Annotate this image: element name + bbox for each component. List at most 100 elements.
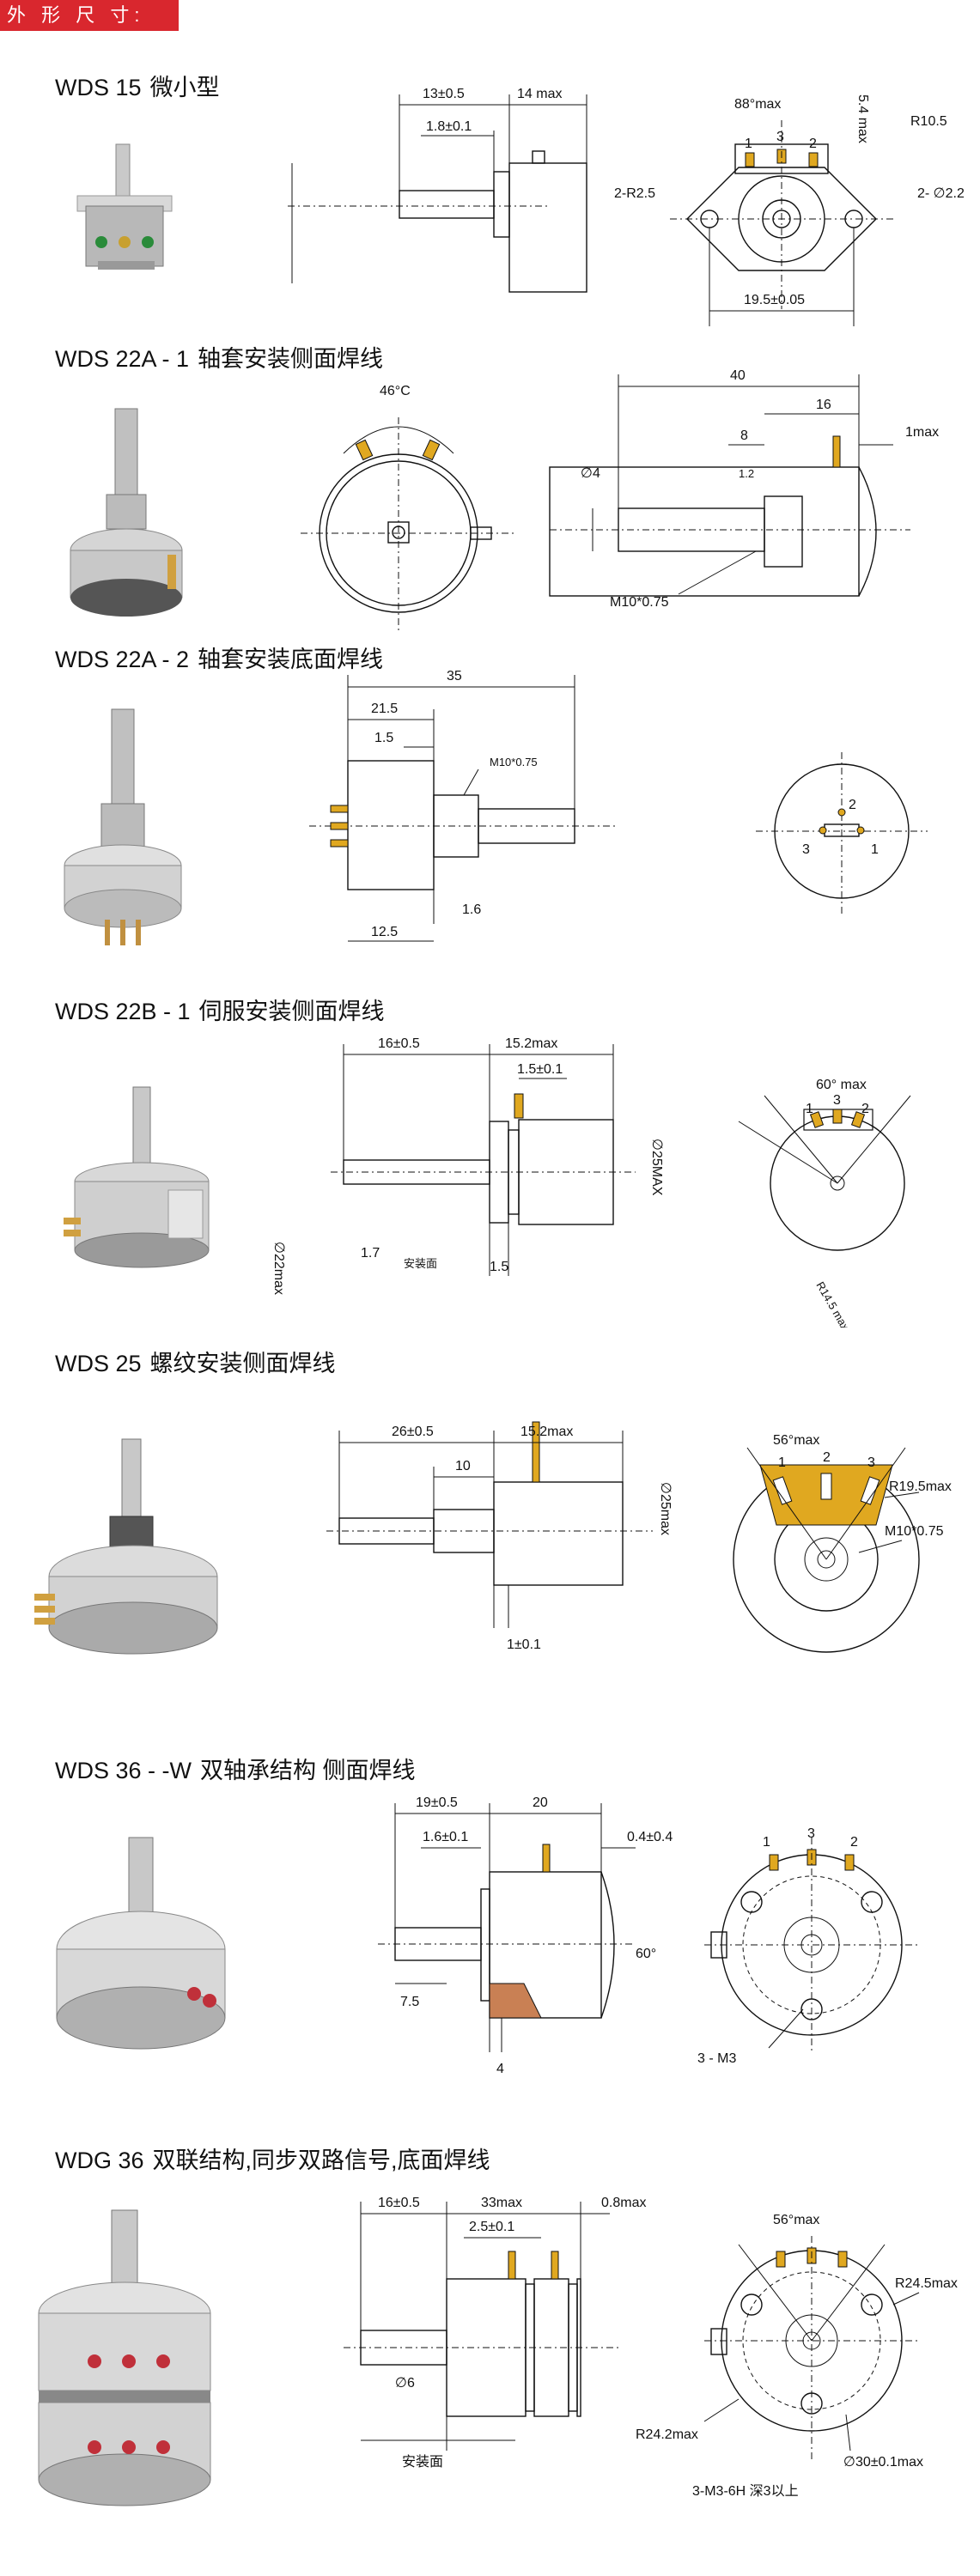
- dim-label: 1.5: [374, 731, 393, 745]
- wds25-front-view: 56°max 1 2 3 R19.5max M10*0.75: [733, 1433, 952, 1653]
- dim-label: ∅22max: [271, 1242, 286, 1295]
- dim-label: 12.5: [371, 925, 398, 939]
- terminal-label: 3: [867, 1455, 875, 1470]
- wds22a1-front-view: 46°C: [301, 384, 515, 632]
- dim-label: ∅25max: [658, 1482, 673, 1535]
- terminal-label: 3: [833, 1093, 841, 1108]
- terminal-label: 3: [776, 130, 784, 144]
- wds36w-side-view: 19±0.5 20 1.6±0.1 0.4±0.4 7.5 4 60°: [378, 1795, 673, 2076]
- wds22b1-photo: [64, 1086, 210, 1268]
- terminal-label: 2: [823, 1450, 831, 1465]
- dim-label: 2-R2.5: [614, 186, 655, 201]
- wds36w-photo: [56, 1837, 226, 2050]
- dim-label: 2- ∅2.2: [917, 186, 965, 201]
- dim-label: 16±0.5: [378, 2196, 420, 2210]
- dim-label: 26±0.5: [392, 1425, 434, 1439]
- dim-label: 46°C: [380, 384, 411, 398]
- dim-label: 60°: [636, 1947, 656, 1961]
- dim-label: 1.5±0.1: [517, 1062, 563, 1077]
- wdg36-front-view: 56°max R24.5max R24.2max ∅30±0.1max 3-M3…: [636, 2213, 958, 2499]
- dim-label: 21.5: [371, 702, 398, 716]
- wds22a2-photo: [64, 708, 182, 945]
- wdg36-drawings: 16±0.5 33max 0.8max 2.5±0.1 ∅6 安装面 56°ma…: [38, 2196, 958, 2506]
- dim-label: 2.5±0.1: [469, 2220, 514, 2234]
- section-header: 外 形 尺 寸:: [0, 0, 179, 31]
- terminal-label: 1: [871, 842, 879, 857]
- terminal-label: 3: [807, 1826, 815, 1841]
- dim-label: M10*0.75: [610, 595, 669, 610]
- wds22a1-drawings: 46°C 40 16 8 1max 1.2 ∅4 M10*0.75: [70, 368, 939, 632]
- dim-label: 10: [455, 1459, 471, 1473]
- dim-label: 1.5: [490, 1260, 508, 1274]
- wds15-drawings: 13±0.5 14 max 1.8±0.1 88°max R10.5 2-R2.…: [76, 87, 965, 326]
- wds22b1-drawings: 16±0.5 15.2max 1.5±0.1 1.7 安装面 1.5 ∅22ma…: [64, 1036, 911, 1327]
- wds36w-front-view: 1 3 2 3 - M3: [697, 1826, 919, 2066]
- wds22a1-side-view: 40 16 8 1max 1.2 ∅4 M10*0.75: [549, 368, 939, 610]
- terminal-label: 3: [802, 842, 810, 857]
- dim-label: R10.5: [910, 114, 947, 129]
- dim-label: 3-M3-6H 深3以上: [692, 2483, 799, 2499]
- dim-label: 1.8±0.1: [426, 119, 472, 134]
- dim-label: 14 max: [517, 87, 562, 101]
- wds15-side-view: 13±0.5 14 max 1.8±0.1: [288, 87, 587, 293]
- terminal-label: 1: [763, 1835, 770, 1850]
- dim-label: 16: [816, 398, 831, 412]
- dim-label: 8: [740, 428, 748, 443]
- dim-label: 1±0.1: [507, 1637, 541, 1652]
- wds15-photo: [76, 143, 173, 270]
- wds25-side-view: 26±0.5 15.2max 10 1±0.1 ∅25max: [326, 1421, 673, 1652]
- dim-label: ∅25MAX: [649, 1139, 664, 1196]
- dim-label: 20: [533, 1795, 548, 1810]
- wds15-front-view: 88°max R10.5 2-R2.5 2- ∅2.2 19.5±0.05 5.…: [614, 94, 965, 326]
- dim-label: 40: [730, 368, 746, 383]
- dim-label: R24.2max: [636, 2427, 698, 2442]
- dim-label: 60° max: [816, 1078, 867, 1092]
- wds25-photo: [34, 1438, 218, 1655]
- wds22a2-side-view: 35 21.5 1.5 M10*0.75 1.6 12.5: [309, 669, 618, 942]
- dim-label: M10*0.75: [885, 1524, 944, 1539]
- wds25-drawings: 26±0.5 15.2max 10 1±0.1 ∅25max 56°max 1 …: [34, 1421, 952, 1655]
- dim-label: R14.5 max: [813, 1279, 852, 1327]
- terminal-label: 2: [849, 798, 856, 812]
- dim-label: 15.2max: [505, 1036, 557, 1051]
- dim-label: 1.2: [739, 467, 754, 480]
- terminal-label: 1: [778, 1455, 786, 1470]
- dim-label: 1.7: [361, 1246, 380, 1261]
- dim-label: 35: [447, 669, 462, 683]
- dim-label: 19.5±0.05: [744, 293, 805, 307]
- dim-label: 15.2max: [520, 1425, 573, 1439]
- dim-label: 56°max: [773, 1433, 819, 1448]
- dim-label: 13±0.5: [423, 87, 465, 101]
- dim-label: 0.8max: [601, 2196, 646, 2210]
- dim-label: 5.4 max: [855, 94, 870, 143]
- dim-label: ∅4: [581, 466, 600, 481]
- dim-label: 56°max: [773, 2213, 819, 2227]
- terminal-label: 1: [806, 1102, 813, 1116]
- dim-label: 7.5: [400, 1995, 419, 2009]
- dim-label: M10*0.75: [490, 756, 538, 769]
- dim-label: 安装面: [404, 1257, 437, 1270]
- dim-label: 4: [496, 2062, 504, 2076]
- dim-label: 19±0.5: [416, 1795, 458, 1810]
- dim-label: 88°max: [734, 97, 781, 112]
- dim-label: R19.5max: [889, 1479, 952, 1494]
- dim-label: 3 - M3: [697, 2051, 736, 2066]
- dim-label: 0.4±0.4: [627, 1830, 673, 1844]
- wds22b1-front-view: 60° max 1 3 2 R14.5 max: [738, 1078, 911, 1327]
- dim-label: 1.6±0.1: [423, 1830, 468, 1844]
- wdg36-side-view: 16±0.5 33max 0.8max 2.5±0.1 ∅6 安装面: [344, 2196, 646, 2470]
- wds36w-drawings: 19±0.5 20 1.6±0.1 0.4±0.4 7.5 4 60° 1 3 …: [56, 1795, 919, 2076]
- wds22a2-bottom-view: 2 3 1: [756, 752, 928, 915]
- dim-label: ∅6: [395, 2376, 415, 2391]
- dim-label: 安装面: [402, 2454, 443, 2470]
- terminal-label: 2: [850, 1835, 858, 1850]
- wds22a2-drawings: 35 21.5 1.5 M10*0.75 1.6 12.5 2 3 1: [64, 669, 928, 945]
- dim-label: 1.6: [462, 902, 481, 917]
- dim-label: 16±0.5: [378, 1036, 420, 1051]
- dim-label: 33max: [481, 2196, 522, 2210]
